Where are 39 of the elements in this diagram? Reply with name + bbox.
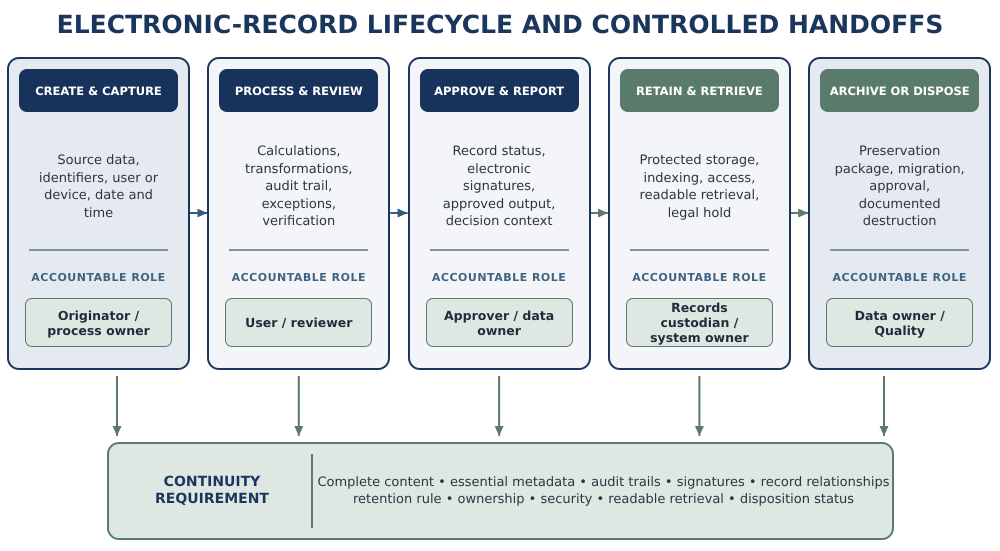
arrow: [294, 376, 304, 436]
stage-description: Preservation package, migration, approval, documented destruction: [834, 143, 966, 231]
stage-description: Protected storage, indexing, access, readable retrieval, legal hold: [638, 152, 760, 222]
arrow: [112, 376, 122, 436]
arrow: [880, 376, 888, 436]
stage-header: ARCHIVE OR DISPOSE: [820, 69, 980, 112]
role-box: Approver / data owner: [426, 298, 573, 347]
stage-header: CREATE & CAPTURE: [19, 69, 178, 112]
section-label: ACCOUNTABLE ROLE: [31, 271, 166, 285]
stage-header: PROCESS & REVIEW: [219, 69, 378, 112]
role-box: Data owner / Quality: [826, 298, 974, 347]
section-label: ACCOUNTABLE ROLE: [832, 271, 967, 285]
panel-heading: CONTINUITY REQUIREMENT: [154, 474, 270, 508]
stage-card: [7, 57, 190, 370]
section-label: ACCOUNTABLE ROLE: [632, 271, 767, 285]
role-box: Originator / process owner: [25, 298, 172, 347]
requirement-list: Complete content • essential metadata • audit trails • signatures • record relationships: [317, 474, 890, 491]
stage-card: [207, 57, 390, 370]
arrow: [390, 208, 408, 218]
stage-description: Source data, identifiers, user or device, date and time: [38, 152, 160, 222]
arrow: [590, 208, 608, 218]
stage-description: Record status, electronic signatures, approved output, decision context: [442, 143, 556, 231]
arrow: [694, 376, 704, 436]
requirement-list: retention rule • ownership • security • readable retrieval • disposition status: [352, 491, 854, 508]
role-box: User / reviewer: [225, 298, 372, 347]
stage-card: [608, 57, 791, 370]
section-label: ACCOUNTABLE ROLE: [432, 271, 566, 285]
role-box: Records custodian / system owner: [626, 298, 773, 347]
requirement-panel: [107, 442, 894, 540]
stage-header: RETAIN & RETRIEVE: [620, 69, 779, 112]
stage-description: Calculations, transformations, audit trail, exceptions, verification: [244, 143, 354, 231]
stage-header: APPROVE & REPORT: [420, 69, 579, 112]
stage-card: [408, 57, 591, 370]
section-label: ACCOUNTABLE ROLE: [232, 271, 366, 285]
arrow: [790, 208, 808, 218]
arrow: [494, 376, 504, 436]
arrow: [190, 208, 208, 218]
diagram-title: ELECTRONIC-RECORD LIFECYCLE AND CONTROLLED HANDOFFS: [56, 9, 944, 41]
stage-card: [808, 57, 992, 370]
